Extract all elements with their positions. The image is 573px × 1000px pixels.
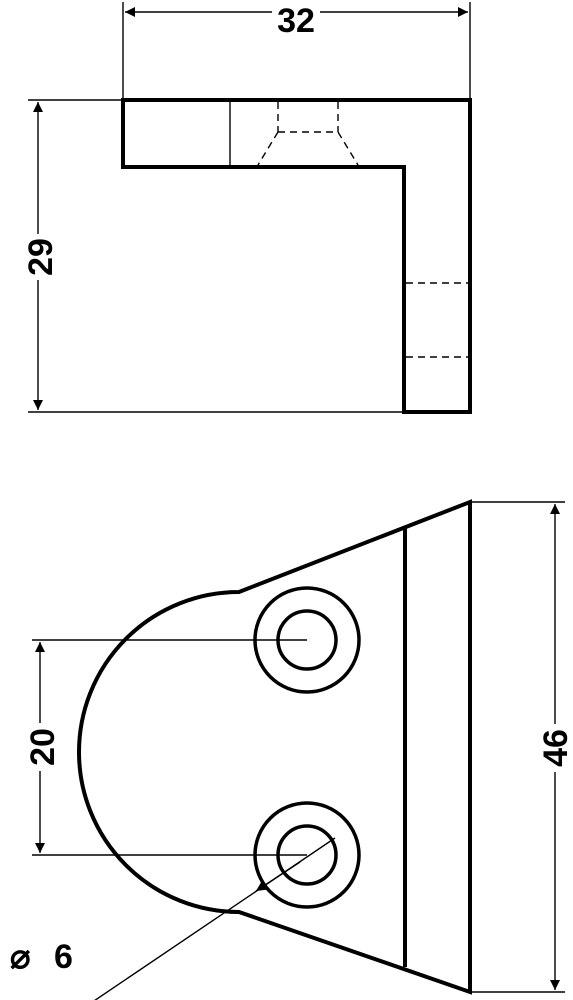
dimension-value: 32 <box>277 2 315 40</box>
diameter-leader-line <box>94 837 336 1000</box>
dimension-value: 46 <box>537 729 573 767</box>
dimension-value: 29 <box>22 238 60 276</box>
dimension-width-32: 32 <box>122 0 471 98</box>
dimension-text-gap <box>272 0 320 38</box>
countersink-hidden-right-cone <box>337 131 359 166</box>
dimension-height-46: 46 <box>472 501 573 993</box>
dimension-text-gap <box>534 724 573 772</box>
dimension-height-29: 29 <box>20 99 402 413</box>
top-view-outline <box>77 499 472 995</box>
diameter-value: 6 <box>54 938 73 976</box>
dimension-text-gap <box>22 723 60 771</box>
side-view: 32 29 <box>20 0 472 414</box>
dimension-hole-diameter: ⌀ 6 <box>10 837 336 1000</box>
dimension-hole-spacing-20: 20 <box>22 639 307 856</box>
side-view-outline <box>121 98 472 414</box>
top-view: 20 46 ⌀ 6 <box>10 499 573 1000</box>
diameter-symbol: ⌀ <box>10 938 31 976</box>
diameter-arrow <box>255 861 301 892</box>
dimension-value: 20 <box>24 728 62 766</box>
dimension-text-gap <box>20 234 58 280</box>
countersink-hidden-left-cone <box>257 131 279 166</box>
